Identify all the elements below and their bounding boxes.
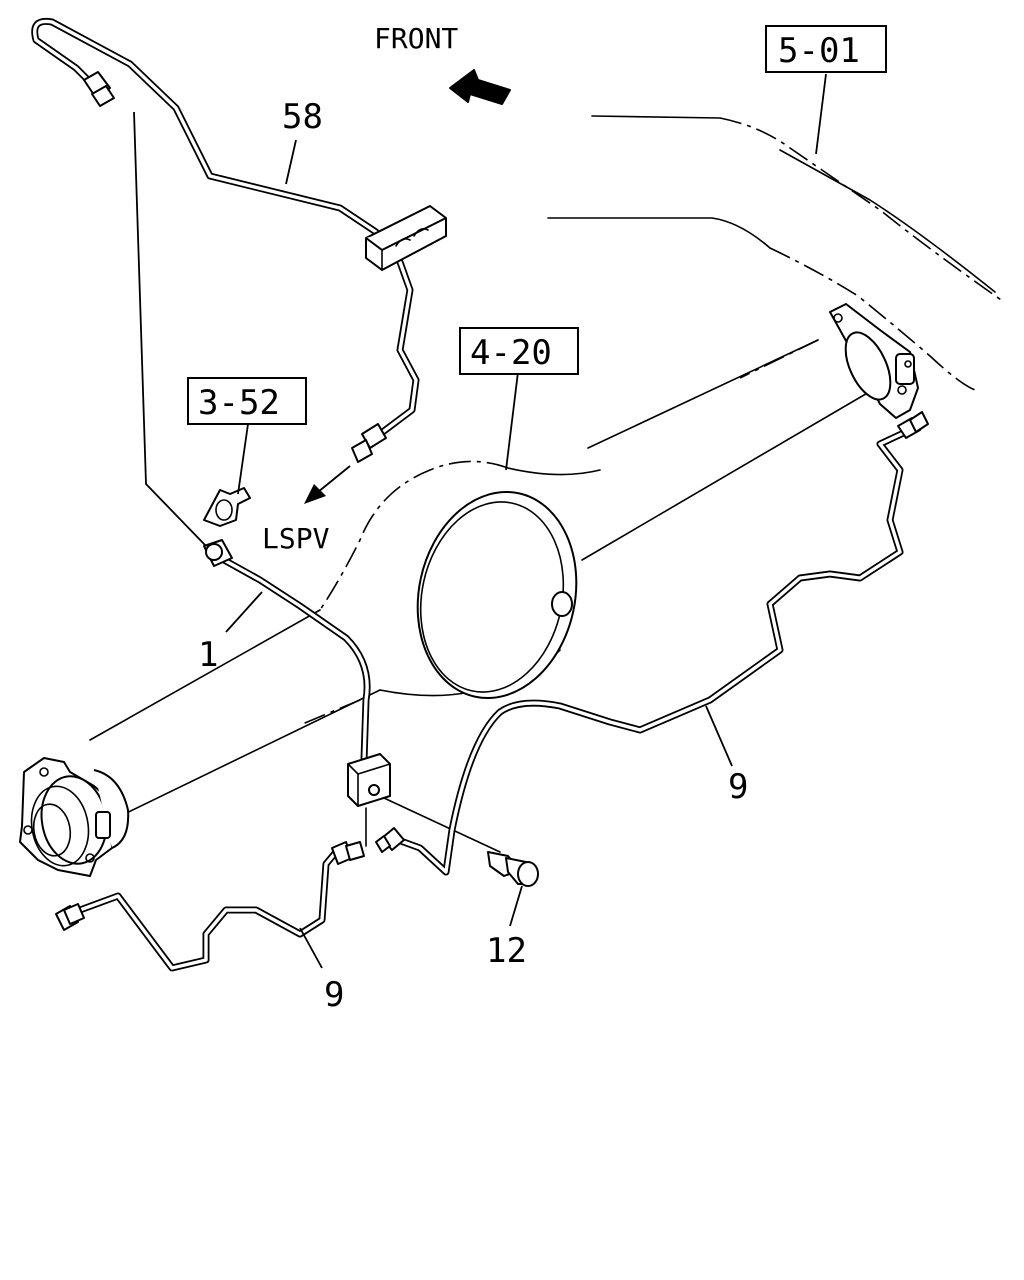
part-label-9-left: 9 [324, 975, 344, 1015]
pipe-clip [365, 205, 447, 271]
pipe-9-left [55, 841, 365, 972]
lspv-label: LSPV [262, 522, 330, 555]
clip-3-52 [203, 487, 251, 527]
part-label-1: 1 [198, 635, 218, 675]
part-label-12: 12 [486, 931, 527, 971]
ref-box-5-01 [765, 25, 887, 73]
leader-lines [133, 73, 827, 969]
rear-axle-housing [19, 303, 919, 877]
front-arrow [449, 69, 511, 105]
pipe-9-right [375, 411, 929, 876]
part-label-9-right: 9 [728, 767, 748, 807]
pipe-1 [203, 539, 371, 764]
ref-label-4-20: 4-20 [470, 333, 552, 373]
bolt-12 [383, 797, 539, 887]
ref-label-5-01: 5-01 [778, 31, 860, 71]
pipe-58 [31, 17, 420, 463]
body-outline [547, 115, 1005, 391]
ref-box-3-52 [187, 377, 307, 425]
ref-box-4-20 [459, 327, 579, 375]
ref-label-3-52: 3-52 [198, 383, 280, 423]
junction-block [347, 753, 391, 847]
part-label-58: 58 [282, 97, 323, 137]
lspv-arrow [304, 465, 351, 504]
front-label: FRONT [374, 22, 458, 55]
